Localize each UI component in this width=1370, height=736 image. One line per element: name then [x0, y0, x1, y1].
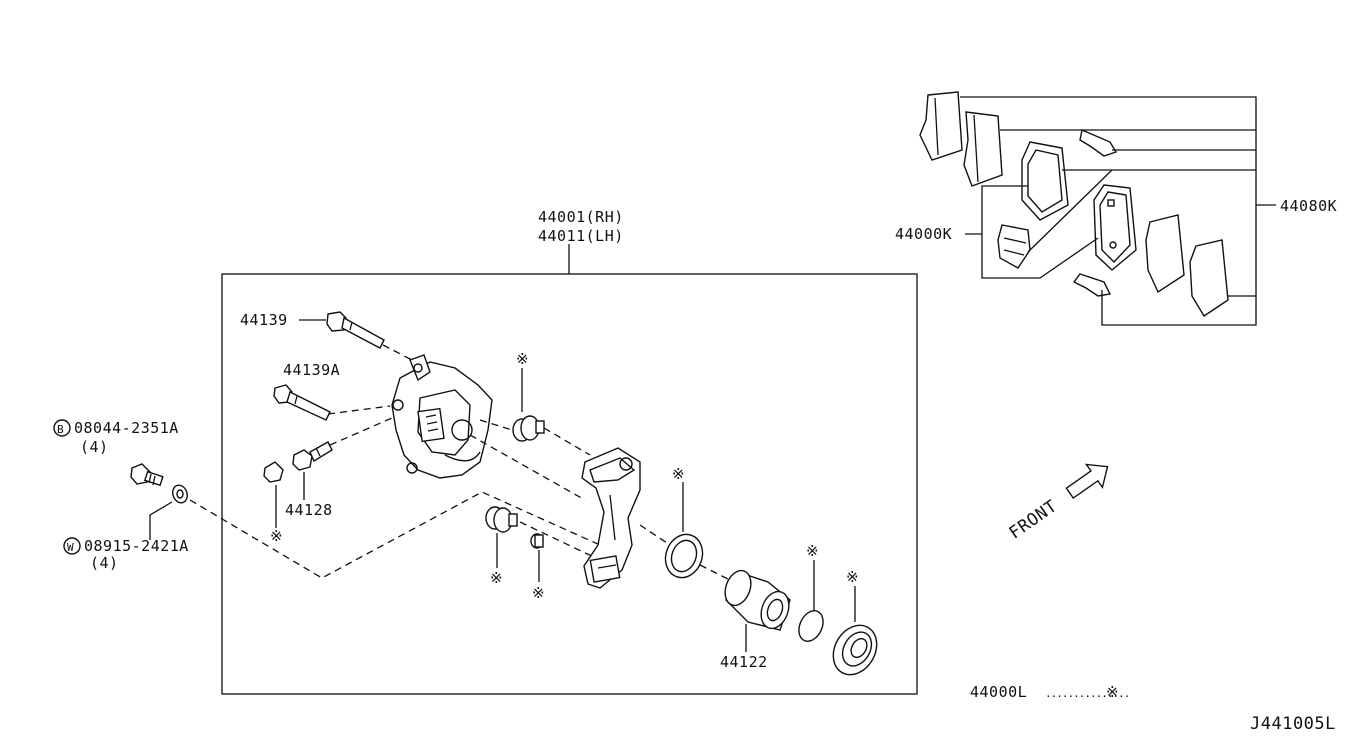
label-caliper-rh: 44001(RH): [538, 208, 624, 226]
washer: [172, 484, 188, 504]
label-bolt-prefix: B: [57, 423, 64, 436]
asterisk-bleeder-cap: ※: [270, 527, 283, 545]
asterisk-lower-boot: ※: [490, 569, 503, 587]
bleeder-cap: [263, 461, 284, 483]
washer-prefix-circle: [63, 537, 81, 555]
piston-seal: [664, 533, 704, 579]
piston: [724, 569, 791, 631]
label-pad-kit: 44000K: [895, 225, 952, 243]
label-bolt-part: 08044-2351A: [74, 419, 179, 437]
pin-bolt: [326, 311, 385, 349]
asterisk-o-ring: ※: [806, 542, 819, 560]
label-pin-bolt-a: 44139A: [283, 361, 340, 379]
label-bleeder: 44128: [285, 501, 333, 519]
label-washer-part: 08915-2421A: [84, 537, 189, 555]
label-piston: 44122: [720, 653, 768, 671]
label-washer-prefix: W: [67, 541, 74, 554]
caliper-assembly-frame: [221, 273, 918, 695]
caliper-body: [391, 354, 493, 479]
piston-dust-boot: [832, 624, 878, 676]
drawing-id: J441005L: [1250, 714, 1336, 734]
bleeder-screw: [292, 441, 333, 471]
pad-kit-group: [919, 91, 1276, 326]
asterisk-dust-boot: ※: [846, 568, 859, 586]
asterisk-legend: ※: [1106, 683, 1119, 701]
asterisk-piston-seal: ※: [672, 465, 685, 483]
label-bolt-qty: (4): [80, 438, 109, 456]
label-pin-bolt: 44139: [240, 311, 288, 329]
label-front: FRONT: [1006, 496, 1061, 543]
lower-pin-boot: [485, 506, 518, 533]
asterisk-pin-sleeve: ※: [532, 584, 545, 602]
label-shim-kit: 44080K: [1280, 197, 1337, 215]
label-caliper-lh: 44011(LH): [538, 227, 624, 245]
upper-pin-boot: [512, 415, 545, 442]
bolt-prefix-circle: [53, 419, 71, 437]
label-washer-qty: (4): [90, 554, 119, 572]
front-direction-arrow: FRONT: [1006, 463, 1109, 543]
caliper-bracket: [581, 447, 641, 589]
pin-bolt-a: [273, 384, 331, 421]
label-seal-kit: 44000L: [970, 683, 1027, 701]
mounting-bolt: [130, 463, 164, 487]
pin-sleeve: [530, 533, 544, 549]
asterisk-upper-boot: ※: [516, 350, 529, 368]
o-ring: [798, 610, 824, 642]
label-seal-kit-dots: ...............: [1045, 687, 1129, 700]
